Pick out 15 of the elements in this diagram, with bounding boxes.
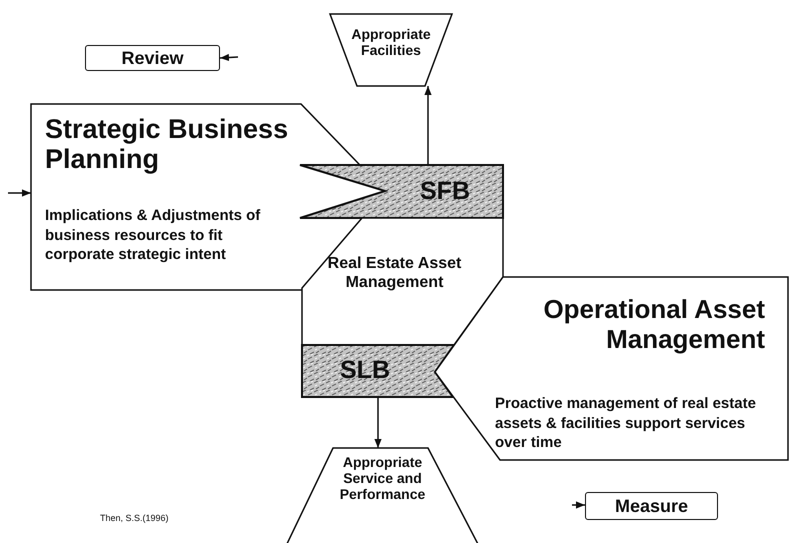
label-box: Measure bbox=[585, 492, 718, 520]
arrow bbox=[374, 397, 382, 448]
arrow bbox=[424, 86, 432, 165]
arrow bbox=[572, 501, 585, 509]
citation-note: Then, S.S.(1996) bbox=[100, 513, 169, 523]
label-box: Review bbox=[85, 45, 220, 71]
arrow bbox=[8, 189, 31, 197]
description: Implications & Adjustments of business resources to fit corporate strategic intent bbox=[45, 206, 262, 264]
shape-label: Appropriate Service and Performance bbox=[338, 454, 426, 502]
heading: Operational Asset Management bbox=[542, 295, 765, 355]
shape-label: Appropriate Facilities bbox=[350, 26, 432, 58]
heading: Strategic Business Planning bbox=[45, 114, 290, 174]
arrow bbox=[220, 54, 238, 62]
shape-label: Real Estate Asset Management bbox=[327, 254, 462, 292]
description: Proactive management of real estate assets & facilities support services over time bbox=[495, 394, 757, 452]
